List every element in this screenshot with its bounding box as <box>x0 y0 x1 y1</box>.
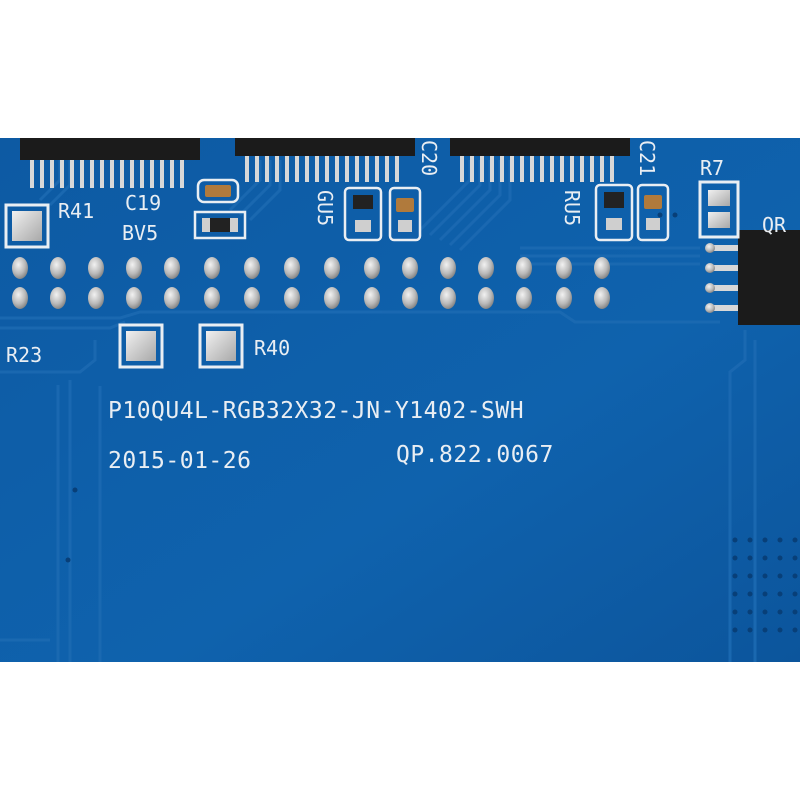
part-number: P10QU4L-RGB32X32-JN-Y1402-SWH <box>108 398 524 424</box>
manufacture-date: 2015-01-26 <box>108 448 251 474</box>
board-code: QP.822.0067 <box>396 442 554 468</box>
label-gu5: GU5 <box>313 190 337 226</box>
label-ru5: RU5 <box>560 190 584 226</box>
label-bv5: BV5 <box>122 221 158 245</box>
label-c19: C19 <box>125 191 161 215</box>
smd-components <box>193 178 670 242</box>
ic-chip-middle <box>235 138 415 182</box>
label-qr: QR <box>762 213 787 237</box>
label-c20: C20 <box>417 140 441 176</box>
ic-chip-side <box>705 230 800 325</box>
pin-header-pads <box>12 257 610 309</box>
label-r23: R23 <box>6 343 42 367</box>
via-grid <box>65 212 798 633</box>
label-r7: R7 <box>700 156 724 180</box>
label-r41: R41 <box>58 199 94 223</box>
label-r40: R40 <box>254 336 290 360</box>
ic-chip-right <box>450 138 630 182</box>
label-c21: C21 <box>635 140 659 176</box>
square-pads <box>4 180 740 369</box>
ic-chip-left <box>20 138 200 188</box>
